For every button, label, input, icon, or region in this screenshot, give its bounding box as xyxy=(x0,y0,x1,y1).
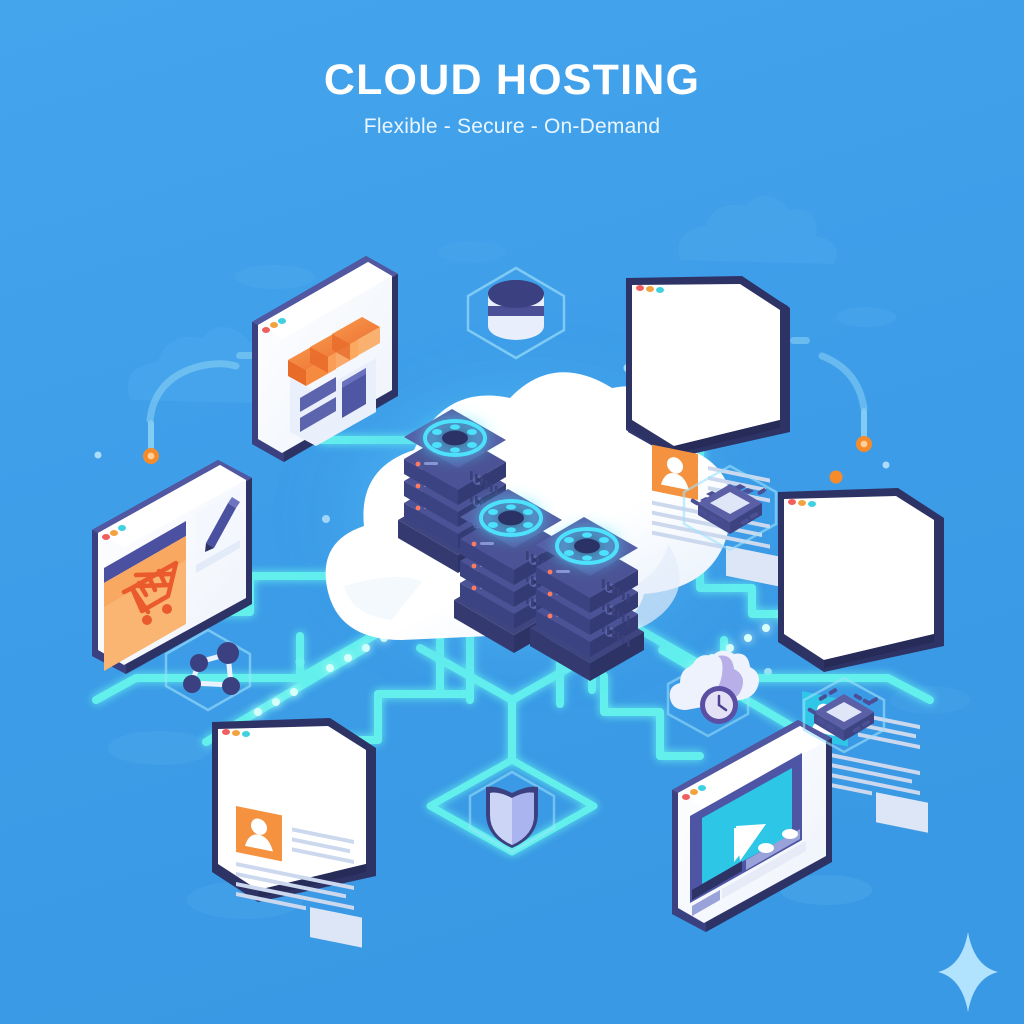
avatar-person-icon xyxy=(661,457,689,491)
cloud-clock-icon[interactable] xyxy=(666,650,759,738)
accent-pin-left xyxy=(143,420,159,464)
window-traffic-lights[interactable] xyxy=(222,729,250,737)
window-traffic-lights[interactable] xyxy=(788,499,816,507)
video-player-graphic[interactable] xyxy=(690,753,802,903)
browser-window-cart[interactable] xyxy=(92,460,252,674)
content-block xyxy=(726,545,778,587)
edit-pen-card xyxy=(196,488,240,573)
content-block xyxy=(310,907,362,948)
decor-curve-right xyxy=(818,352,868,412)
video-controls[interactable] xyxy=(692,829,806,916)
accent-dot-top xyxy=(829,470,843,484)
shopping-cart-icon xyxy=(121,560,179,615)
server-rack-right xyxy=(530,517,644,681)
accent-pin-right xyxy=(856,408,872,452)
server-fan-center xyxy=(479,499,543,537)
network-node-icon[interactable] xyxy=(164,628,252,712)
text-lines xyxy=(236,827,354,911)
browser-window-profile-bottom[interactable] xyxy=(212,718,376,948)
decor-curve-left xyxy=(146,360,240,424)
content-block xyxy=(876,792,928,833)
window-traffic-lights[interactable] xyxy=(102,525,126,540)
server-fan-right xyxy=(555,527,619,565)
shield-icon[interactable] xyxy=(468,770,556,854)
window-traffic-lights[interactable] xyxy=(262,318,286,333)
window-traffic-lights[interactable] xyxy=(636,285,664,293)
storefront-graphic xyxy=(288,317,380,446)
cpu-chip-icon[interactable] xyxy=(682,464,778,552)
avatar-person-icon xyxy=(245,818,273,852)
window-traffic-lights[interactable] xyxy=(682,785,706,800)
database-icon[interactable] xyxy=(466,266,566,360)
cpu-chip-icon-2[interactable] xyxy=(802,676,886,754)
browser-window-video[interactable] xyxy=(672,720,832,932)
sparkle-icon xyxy=(938,932,998,1012)
browser-window-storefront[interactable] xyxy=(252,256,398,462)
